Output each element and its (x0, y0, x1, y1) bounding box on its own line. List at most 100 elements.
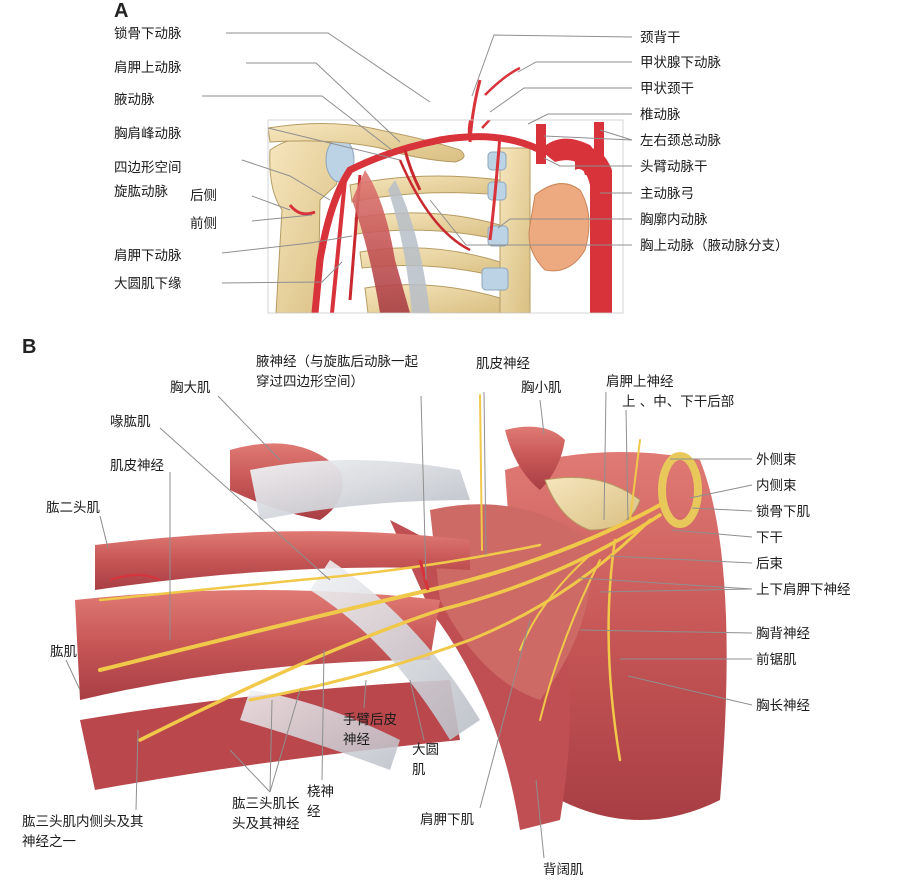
leader-long-thoracic (627, 675, 753, 706)
arm-artery (109, 574, 161, 581)
label-thoracoacromial-artery: 胸肩峰动脉 (114, 126, 182, 142)
label-triceps-medial-head: 肱三头肌内侧头及其 神经之一 (22, 812, 182, 852)
label-posterior-cutaneous-line2: 神经 (343, 732, 370, 748)
label-suprascapular-nerve: 肩胛上神经 (606, 374, 674, 390)
median-nerve (98, 503, 662, 672)
leader-subscap-nerves-1 (579, 577, 753, 590)
label-trunks-posterior-divisions: 上 、中、下干后部 (622, 394, 735, 410)
musculocutaneous-nerve (98, 543, 542, 602)
label-musculocutaneous-nerve-top: 肌皮神经 (476, 356, 530, 372)
label-teres-major-line2: 肌 (412, 762, 426, 778)
leader-quadrangular (241, 159, 331, 201)
costal-cartilage-3 (487, 225, 509, 247)
label-triceps-long-head: 肱三头肌长 头及其神经 (232, 794, 322, 834)
label-coracobrachialis: 喙肱肌 (110, 414, 151, 430)
leader-axillary (202, 95, 393, 151)
leader-superior-thoracic (429, 199, 632, 246)
label-thyrocervical-trunk: 甲状颈干 (640, 81, 694, 97)
label-subscapularis: 肩胛下肌 (420, 812, 474, 828)
label-inferior-thyroid-artery: 甲状腺下动脉 (640, 55, 721, 71)
label-posterior-cutaneous-nerve: 手臂后皮 神经 (343, 710, 423, 750)
leader-carotid-left (543, 135, 633, 141)
thoracoacromial-branch (403, 149, 422, 191)
pectoralis-tendon (250, 460, 470, 520)
panel-a-letter: A (114, 0, 129, 22)
clavicle-ring (658, 452, 702, 528)
leader-post-cutaneous (363, 679, 367, 709)
label-subscapular-nerves: 上下肩胛下神经 (756, 582, 851, 598)
panel-b-letter: B (22, 336, 37, 358)
leader-thoracoacromial (267, 127, 401, 161)
leader-teres-major (409, 679, 425, 741)
label-latissimus-dorsi: 背阔肌 (543, 862, 584, 878)
label-subscapular-artery: 肩胛下动脉 (114, 248, 182, 264)
label-lateral-cord: 外侧束 (756, 452, 797, 468)
circumflex-humeral-vessel (288, 204, 316, 216)
label-pectoralis-major: 胸大肌 (170, 380, 211, 396)
label-quadrangular-space: 四边形空间 (114, 160, 182, 176)
left-carotid-vessel (536, 124, 546, 164)
heart-shadow (528, 183, 590, 272)
label-biceps: 肱二头肌 (46, 500, 100, 516)
inferior-thyroid-branch (481, 120, 491, 129)
label-suprascapular-artery: 肩胛上动脉 (114, 60, 182, 76)
leader-radial (321, 649, 325, 781)
trunk-branch (629, 439, 641, 521)
label-radial-nerve-line2: 经 (307, 804, 321, 820)
label-internal-thoracic-artery: 胸廓内动脉 (640, 212, 708, 228)
teres-tendon (310, 560, 480, 740)
label-anterior: 前侧 (190, 216, 217, 232)
label-musculocutaneous-nerve-left: 肌皮神经 (110, 458, 164, 474)
leader-vertebral (527, 113, 632, 125)
leader-axillary-nerve (420, 395, 427, 581)
label-teres-major: 大圆 肌 (412, 740, 452, 780)
leader-thoracodorsal (579, 629, 753, 634)
leader-trunks (625, 409, 629, 521)
leader-thyroid (517, 61, 632, 73)
label-brachialis: 肱肌 (50, 644, 77, 660)
aortic-arch-vessel (575, 147, 612, 313)
label-posterior-cord: 后束 (756, 556, 783, 572)
biceps-muscle (95, 531, 470, 590)
label-triceps-medial-head-line1: 肱三头肌内侧头及其 (22, 814, 144, 830)
scapular-muscle (352, 170, 410, 313)
label-superior-thoracic-artery: 胸上动脉（腋动脉分支） (640, 238, 789, 254)
leader-suprascapular-nerve (603, 391, 607, 521)
cervicodorsal-trunk-vessel (468, 79, 482, 143)
leader-subclavian (226, 32, 431, 103)
label-serratus-anterior: 前锯肌 (756, 652, 797, 668)
label-axillary-nerve: 腋神经（与旋肱后动脉一起 穿过四边形空间） (256, 352, 456, 392)
label-cervicodorsal-trunk: 颈背干 (640, 30, 681, 46)
leader-internal-thoracic (497, 218, 632, 229)
leader-subscap-nerves-2 (599, 588, 753, 593)
label-triceps-long-head-line1: 肱三头肌长 (232, 796, 300, 812)
label-radial-nerve-line1: 桡神 (307, 784, 334, 800)
label-vertebral-artery: 椎动脉 (640, 107, 681, 123)
label-pectoralis-minor: 胸小肌 (521, 380, 562, 396)
right-carotid-vessel (594, 122, 604, 160)
leader-posterior (251, 195, 291, 211)
long-thoracic-nerve (607, 538, 622, 762)
leader-coracobrachialis (159, 427, 331, 581)
label-long-thoracic-nerve: 胸长神经 (756, 698, 810, 714)
label-common-carotid-arteries: 左右颈总动脉 (640, 133, 721, 149)
leader-triceps-long-3 (269, 689, 301, 793)
leader-triceps-medial (135, 729, 139, 811)
leader-pec-major (217, 395, 281, 461)
leader-subscapular (221, 235, 353, 254)
leader-brachiocephalic (543, 157, 632, 167)
label-radial-nerve: 桡神 经 (307, 782, 351, 822)
leader-subscapularis (479, 619, 531, 809)
leader-thyrocervical (489, 87, 632, 113)
leader-medial-cord (689, 484, 753, 499)
label-axillary-nerve-line2: 穿过四边形空间） (256, 374, 364, 390)
posterior-circumflex-artery (418, 559, 430, 591)
leader-pec-minor (539, 399, 545, 435)
label-subclavius: 锁骨下肌 (756, 504, 810, 520)
costal-cartilage-4 (481, 267, 509, 291)
leader-mc-top (483, 391, 487, 556)
panel-a-illustration (267, 66, 624, 314)
label-triceps-long-head-line2: 头及其神经 (232, 816, 300, 832)
